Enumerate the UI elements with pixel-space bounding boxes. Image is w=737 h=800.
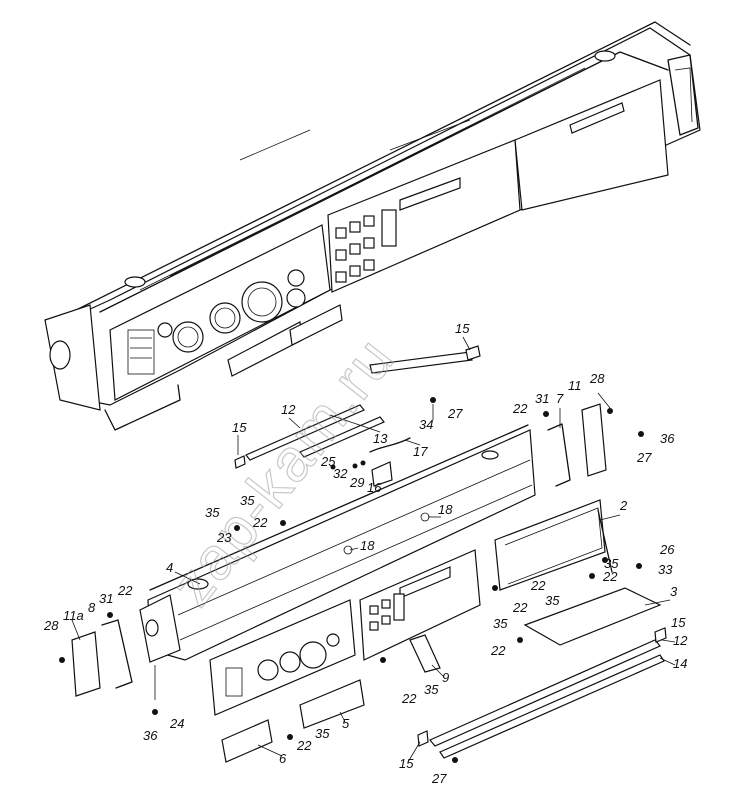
instrument-panel-lower xyxy=(209,599,356,716)
bracket-7 xyxy=(547,423,571,487)
bracket-11 xyxy=(581,403,607,477)
callout-c-23: 23 xyxy=(216,530,232,545)
bracket-5 xyxy=(299,679,365,729)
callout-c-15b: 15 xyxy=(232,420,247,435)
callout-c-9: 9 xyxy=(442,670,449,685)
callout-c-15c: 15 xyxy=(671,615,686,630)
callout-c-22i: 22 xyxy=(296,738,312,753)
callout-c-35e: 35 xyxy=(493,616,508,631)
callout-c-35g: 35 xyxy=(315,726,330,741)
callout-c-35b: 35 xyxy=(205,505,220,520)
trim-15-upper xyxy=(369,351,473,374)
callout-c-22e: 22 xyxy=(512,600,528,615)
assembled-dashboard xyxy=(44,21,701,431)
callout-c-22c: 22 xyxy=(602,569,618,584)
knob-9 xyxy=(409,634,441,673)
callout-c-22f: 22 xyxy=(117,583,133,598)
callout-c-33: 33 xyxy=(658,562,673,577)
callout-c-36a: 36 xyxy=(660,431,675,446)
callout-c-35d: 35 xyxy=(545,593,560,608)
bracket-6 xyxy=(221,719,273,763)
callout-c-35a: 35 xyxy=(240,493,255,508)
leader-lines xyxy=(71,336,676,763)
upper-switch-block xyxy=(335,209,397,283)
callout-c-24: 24 xyxy=(169,716,184,731)
callout-c-16: 16 xyxy=(367,480,382,495)
frame-4 xyxy=(139,424,536,663)
strip-12-bottom xyxy=(429,639,661,747)
callout-c-3: 3 xyxy=(670,584,678,599)
bracket-11a xyxy=(71,631,101,697)
callout-c-22g: 22 xyxy=(490,643,506,658)
callout-c-18a: 18 xyxy=(438,502,453,517)
callout-c-26: 26 xyxy=(659,542,675,557)
callout-c-27c: 27 xyxy=(431,771,447,786)
callout-c-25: 25 xyxy=(320,454,336,469)
trim-strip-12-top xyxy=(234,404,385,469)
callout-c-12b: 12 xyxy=(673,633,688,648)
fasteners xyxy=(59,397,644,763)
callout-c-18b: 18 xyxy=(360,538,375,553)
callout-c-27b: 27 xyxy=(636,450,652,465)
glovebox-2 xyxy=(494,499,613,591)
callout-c-17: 17 xyxy=(413,444,428,459)
strip-14 xyxy=(439,654,665,759)
callout-c-32: 32 xyxy=(333,466,348,481)
callout-c-14: 14 xyxy=(673,656,687,671)
callout-c-6: 6 xyxy=(279,751,287,766)
callout-c-7: 7 xyxy=(556,391,564,406)
callout-c-27a: 27 xyxy=(447,406,463,421)
callout-c-22d: 22 xyxy=(530,578,546,593)
callout-c-8: 8 xyxy=(88,600,96,615)
callout-c-11a: 11 xyxy=(568,378,582,393)
bracket-8 xyxy=(101,619,133,689)
callout-c-15d: 15 xyxy=(399,756,414,771)
switch-panel-lower xyxy=(359,549,481,661)
callout-c-13: 13 xyxy=(373,431,388,446)
callout-c-4: 4 xyxy=(166,560,173,575)
callout-c-31b: 31 xyxy=(99,591,113,606)
callout-c-2: 2 xyxy=(619,498,628,513)
lid-3 xyxy=(523,587,662,646)
callout-c-36b: 36 xyxy=(143,728,158,743)
callout-c-28a: 28 xyxy=(589,371,605,386)
callout-c-22b: 22 xyxy=(252,515,268,530)
callout-c-28b: 28 xyxy=(43,618,59,633)
callout-c-29: 29 xyxy=(349,475,364,490)
callout-c-15a: 15 xyxy=(455,321,470,336)
callout-c-12a: 12 xyxy=(281,402,296,417)
upper-gauges xyxy=(127,269,306,375)
callout-c-35c: 35 xyxy=(604,556,619,571)
callout-c-31a: 31 xyxy=(535,391,549,406)
callout-c-22a: 22 xyxy=(512,401,528,416)
callout-c-22h: 22 xyxy=(401,691,417,706)
callout-c-11b: 11а xyxy=(63,608,84,623)
callout-c-5: 5 xyxy=(342,716,350,731)
callout-c-34: 34 xyxy=(419,417,433,432)
callout-c-35f: 35 xyxy=(424,682,439,697)
